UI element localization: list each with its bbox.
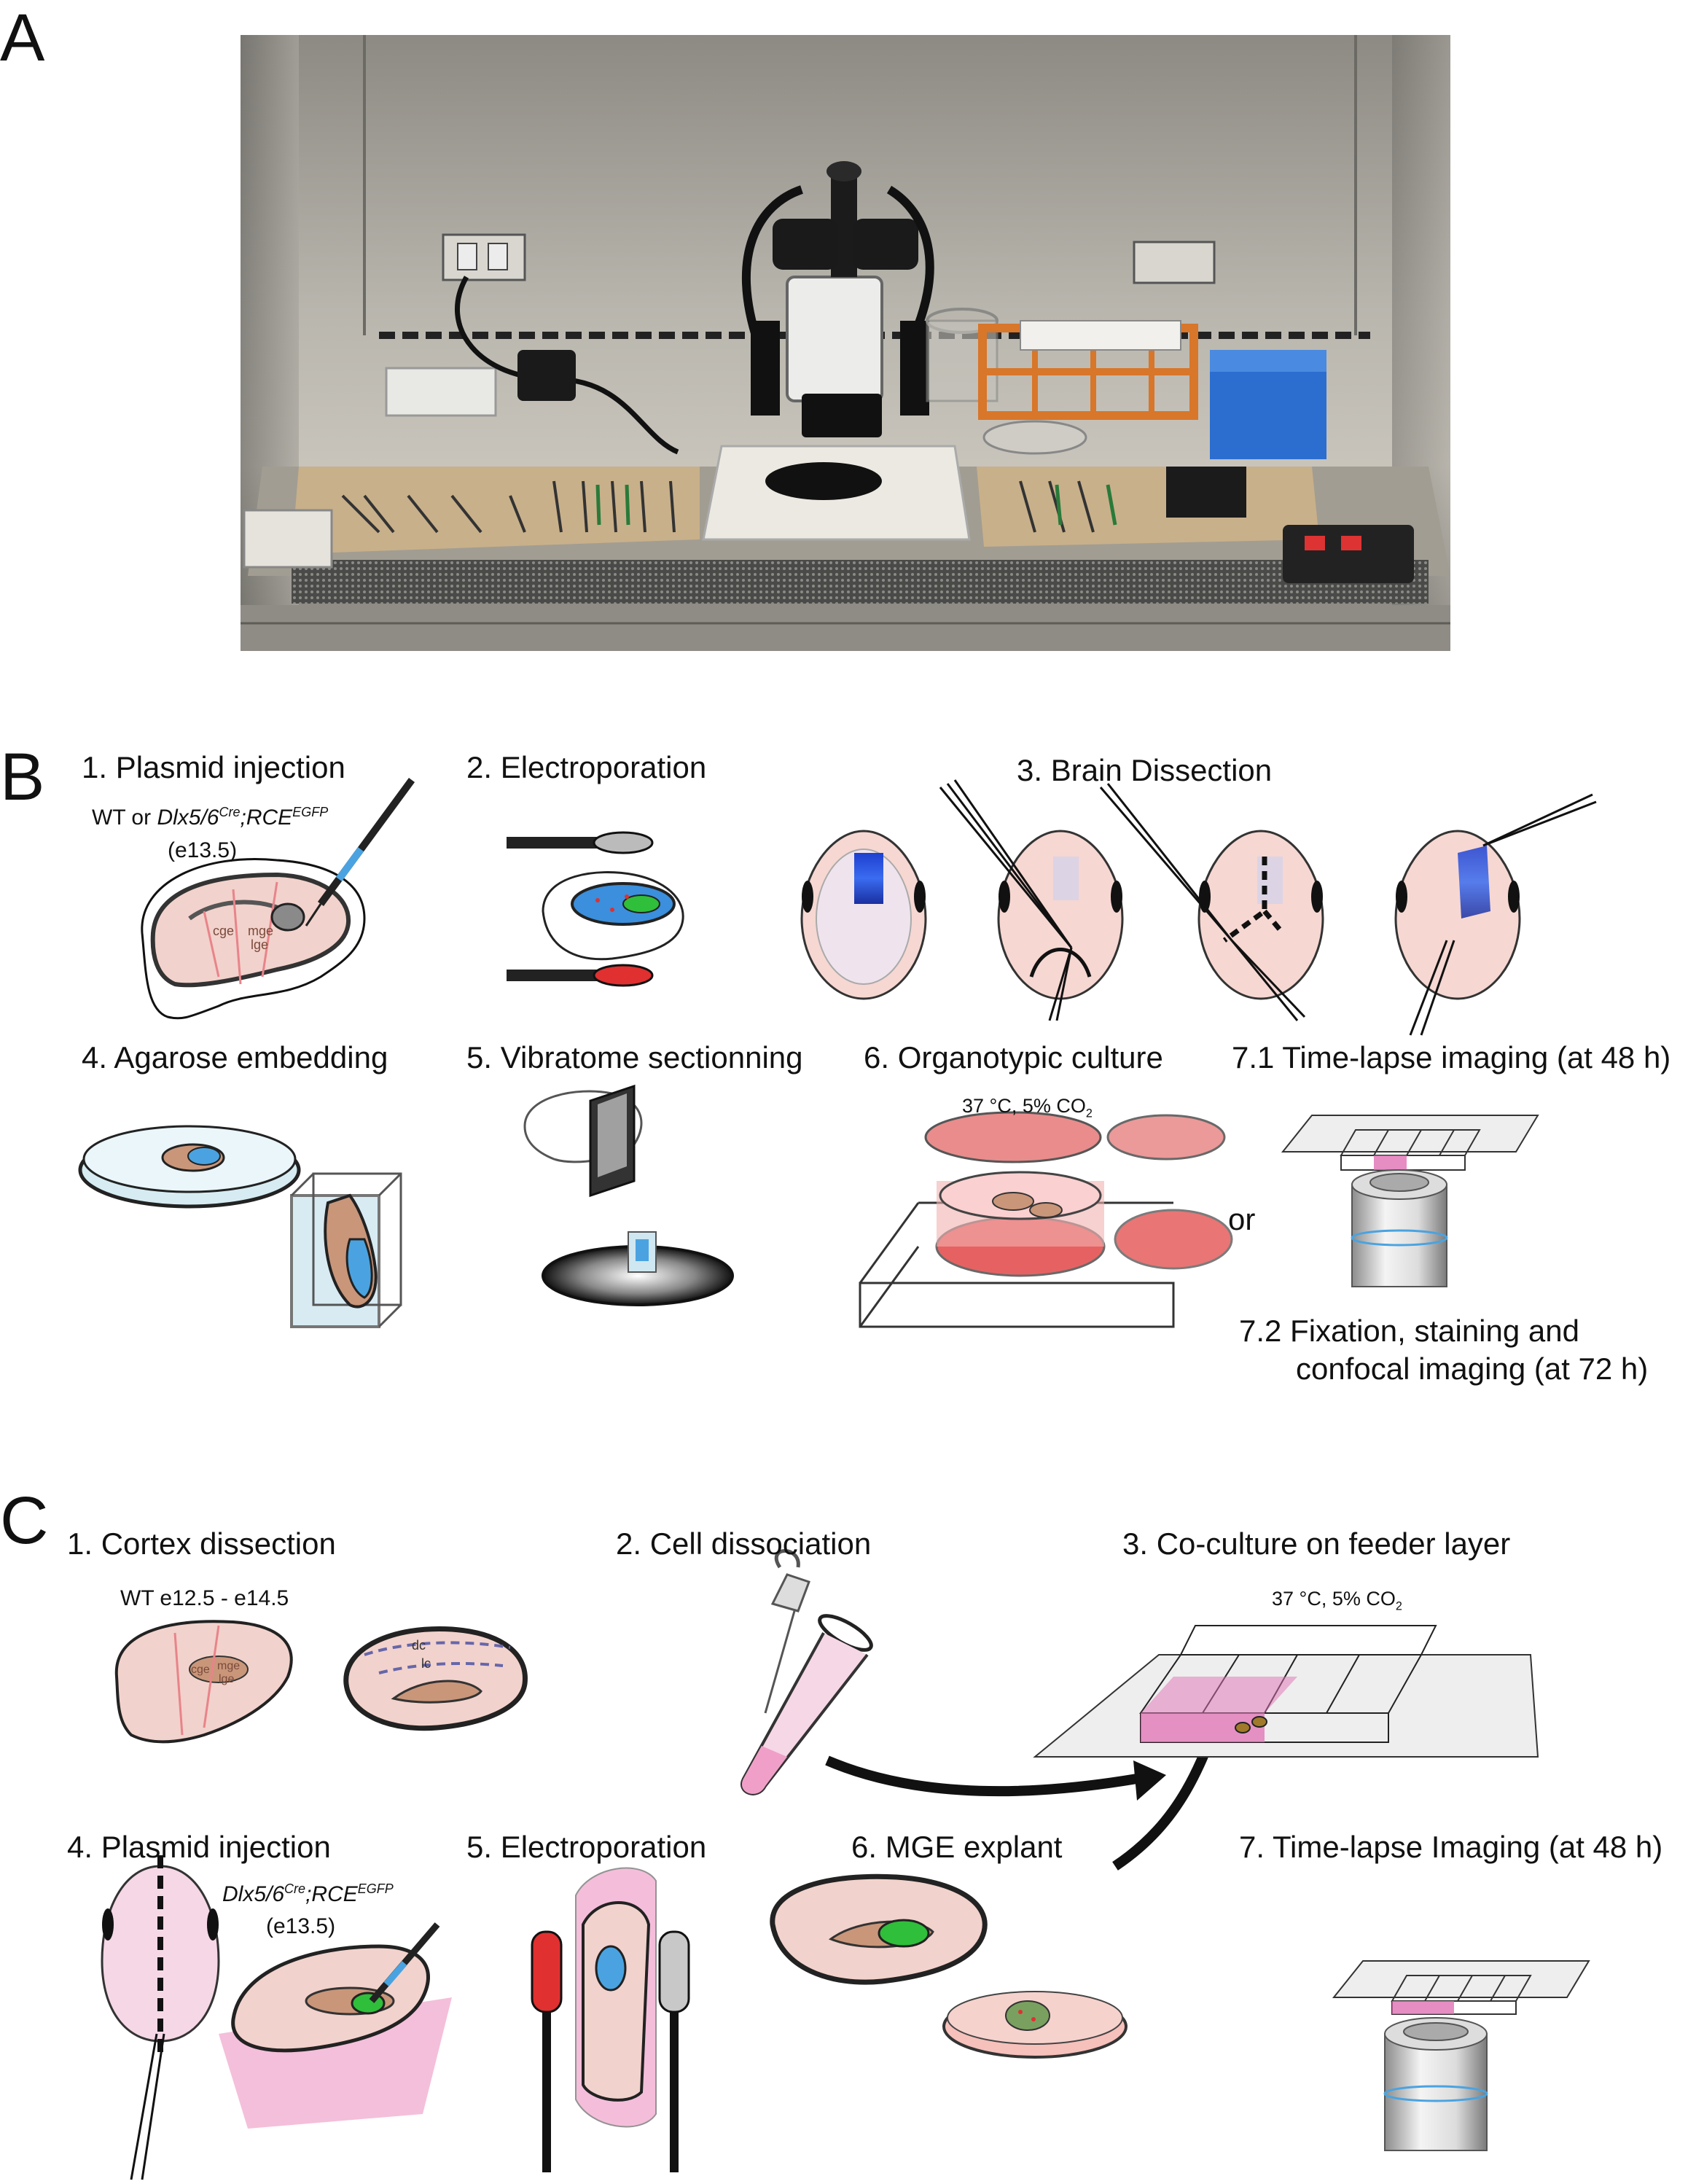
c-mge-explant (770, 1873, 1128, 2059)
c-label-lge: lge (219, 1673, 234, 1685)
b-or: or (1228, 1202, 1256, 1236)
c-step-6: 6. MGE explant (851, 1830, 1063, 1864)
b-step-7-1: 7.1 Time-lapse imaging (at 48 h) (1232, 1040, 1671, 1075)
b-agarose-embedding (78, 1125, 402, 1328)
c-label-cge: cge (191, 1664, 210, 1676)
c-age: (e13.5) (266, 1914, 336, 1938)
b-culture-cond: 37 °C, 5% CO2 (962, 1095, 1093, 1120)
b-step-2: 2. Electroporation (466, 750, 707, 784)
c-step-5: 5. Electroporation (466, 1830, 707, 1864)
b-genotype: WT or Dlx5/6Cre;RCEEGFP (92, 805, 329, 830)
b-label-mge: mge (248, 924, 273, 938)
c-label-dc: dc (412, 1638, 426, 1653)
c-step-3: 3. Co-culture on feeder layer (1122, 1526, 1511, 1561)
b-brain-dissection (800, 779, 1597, 1036)
b-step-6: 6. Organotypic culture (864, 1040, 1163, 1075)
b-step-1: 1. Plasmid injection (82, 750, 345, 784)
c-step-7: 7. Time-lapse Imaging (at 48 h) (1239, 1830, 1663, 1864)
panel-c-letter: C (0, 1483, 49, 1558)
b-label-lge: lge (251, 937, 268, 952)
c-label-mge: mge (217, 1660, 240, 1672)
c-culture-cond: 37 °C, 5% CO2 (1272, 1588, 1402, 1613)
c-cortex-dissection: cge mge lge dc lc (114, 1620, 528, 1744)
b-electroporation (507, 831, 684, 987)
c-genotype: Dlx5/6Cre;RCEEGFP (222, 1881, 394, 1906)
c-step-4: 4. Plasmid injection (67, 1830, 331, 1864)
c-plasmid-injection (101, 1855, 452, 2180)
b-age: (e13.5) (168, 838, 238, 862)
b-step-4: 4. Agarose embedding (82, 1040, 388, 1075)
panel-b-letter: B (0, 740, 45, 814)
c-cell-dissociation (740, 1549, 873, 1795)
c-step-2: 2. Cell dissociation (616, 1526, 872, 1561)
b-step-5: 5. Vibratome sectionning (466, 1040, 803, 1075)
b-imaging-objective (1281, 1115, 1539, 1287)
b-brain-injection: cge mge lge (141, 778, 415, 1020)
c-label-lc: lc (421, 1656, 431, 1671)
b-culture-plate (859, 1111, 1233, 1328)
lab-hood-photo (241, 35, 1450, 651)
c-imaging-objective (1332, 1960, 1590, 2151)
b-vibratome (523, 1084, 734, 1306)
c-feeder-layer (1033, 1625, 1539, 1758)
c-electroporation (531, 1867, 690, 2172)
panel-a-letter: A (0, 1, 45, 75)
b-step-3: 3. Brain Dissection (1017, 753, 1273, 787)
b-step-7-2b: confocal imaging (at 72 h) (1296, 1352, 1649, 1386)
c-step-1: 1. Cortex dissection (67, 1526, 336, 1561)
b-label-cge: cge (213, 924, 234, 938)
c-wt-age: WT e12.5 - e14.5 (120, 1586, 289, 1610)
b-step-7-2a: 7.2 Fixation, staining and (1239, 1314, 1579, 1348)
